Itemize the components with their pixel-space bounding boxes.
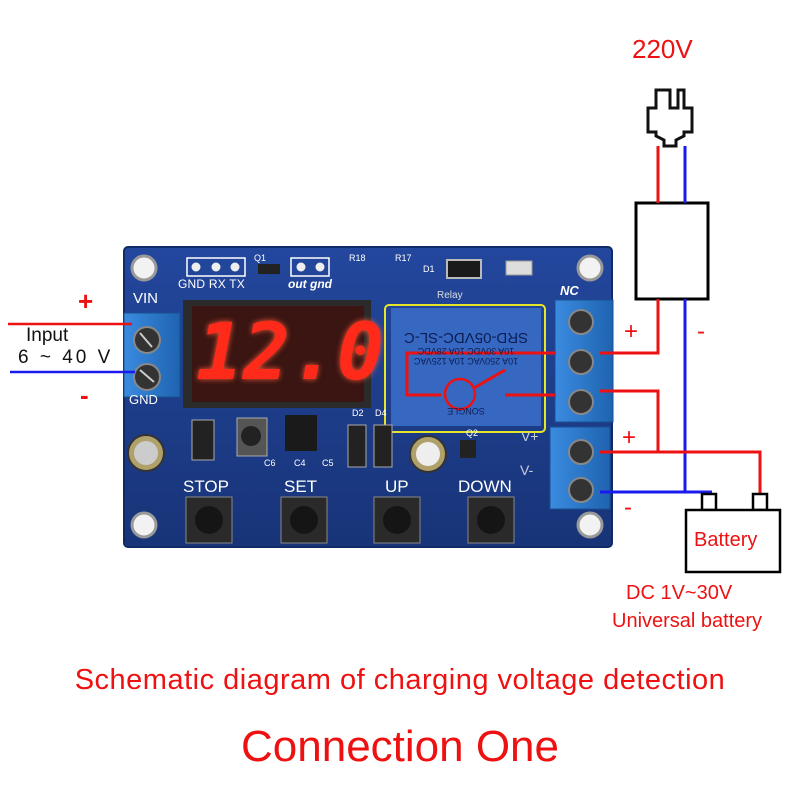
relay-contact-wire: [600, 389, 660, 452]
pin-label-out: out: [288, 277, 307, 291]
silk-relay: Relay: [437, 290, 463, 301]
output-plus-sign: +: [622, 424, 637, 451]
down-button[interactable]: [467, 496, 515, 544]
output-terminal-block: [549, 426, 611, 510]
silk-q1: Q1: [254, 253, 267, 263]
relay-switch-symbol: [443, 377, 477, 411]
relay-rating-ac: 10A 250VAC 10A 125VAC: [413, 356, 519, 366]
relay-terminal-block: [554, 299, 614, 423]
relay-rating-dc: 10A 30VDC 10A 28VDC: [417, 346, 515, 356]
button-label-down: DOWN: [458, 477, 512, 496]
battery-type: Universal battery: [612, 610, 763, 632]
button-label-up: UP: [385, 477, 409, 496]
battery-voltage-spec: DC 1V~30V: [626, 582, 733, 604]
input-range-label: 6 ~ 40 V: [18, 347, 114, 368]
silk-d1: D1: [423, 264, 435, 274]
silk-c6: C6: [264, 458, 276, 468]
adapter-minus-sign: -: [697, 318, 705, 345]
output-positive-wire: [600, 450, 762, 494]
mount-hole: [576, 511, 604, 539]
display-readout: 12.0: [196, 308, 384, 398]
mount-hole: [130, 254, 158, 282]
silk-d2: D2: [352, 408, 364, 418]
input-label: Input: [26, 325, 69, 346]
relay-model: SRD-05VDC-SL-C: [403, 329, 529, 346]
silk-c5: C5: [322, 458, 334, 468]
input-terminal-block: [123, 312, 181, 398]
terminal-label-gnd: GND: [129, 392, 158, 407]
silk-d4: D4: [375, 408, 387, 418]
header-pin-labels: GND RX TX: [178, 277, 245, 291]
terminal-label-vminus: V-: [520, 462, 534, 478]
header-pins: [186, 257, 330, 277]
terminal-label-vplus: V+: [521, 428, 539, 444]
set-button[interactable]: [280, 496, 328, 544]
relay-brand: SONGLE: [447, 406, 485, 416]
led-display: [183, 300, 371, 408]
output-minus-sign: -: [624, 494, 632, 521]
silk-c4: C4: [294, 458, 306, 468]
supply-voltage-label: 220V: [632, 34, 693, 64]
input-minus-sign: -: [80, 380, 89, 410]
pin-label-rx: RX: [208, 277, 226, 291]
terminal-label-vin: VIN: [133, 290, 159, 307]
relay: [384, 304, 546, 433]
stop-button[interactable]: [185, 496, 233, 544]
silk-q2: Q2: [466, 428, 479, 438]
button-group: [185, 496, 515, 544]
pcb-board: [123, 246, 614, 548]
adapter-positive-wire: [600, 299, 660, 355]
button-label-stop: STOP: [183, 477, 229, 496]
up-button[interactable]: [373, 496, 421, 544]
adapter-plus-sign: +: [624, 318, 639, 345]
pin-label-tx: TX: [229, 277, 245, 291]
terminal-label-nc: NC: [560, 283, 579, 298]
diagram-subtitle: Schematic diagram of charging voltage de…: [74, 664, 726, 696]
input-plus-sign: +: [78, 286, 94, 316]
mount-hole: [130, 511, 158, 539]
pin-label-gnd: GND: [178, 277, 206, 291]
diagram-title: Connection One: [241, 722, 559, 771]
power-adapter: [634, 201, 710, 301]
plug-icon: [646, 88, 694, 148]
battery-label: Battery: [694, 529, 758, 551]
button-label-set: SET: [284, 477, 318, 496]
silk-r18: R18: [349, 253, 366, 263]
battery-icon: [684, 492, 782, 574]
mount-hole: [576, 254, 604, 282]
pin-label-gnd-out: gnd: [310, 277, 332, 291]
relay-markings: SONGLE 10A 250VAC 10A 125VAC 10A 30VDC 1…: [392, 329, 540, 416]
silk-r17: R17: [395, 253, 412, 263]
output-pin-labels: out gnd: [288, 277, 332, 291]
